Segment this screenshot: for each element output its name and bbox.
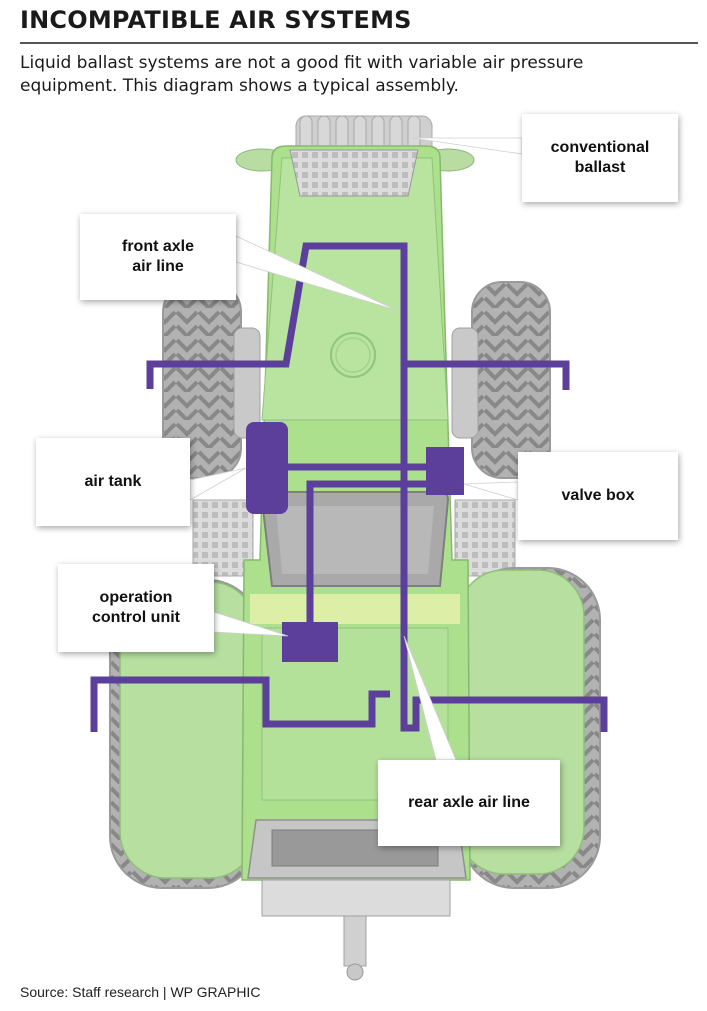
callout-air-tank: air tank <box>36 438 190 526</box>
left-side-grille <box>192 499 254 577</box>
control-unit-device <box>282 622 338 662</box>
title-divider <box>20 42 698 44</box>
page-subtitle: Liquid ballast systems are not a good fi… <box>20 53 584 96</box>
air-tank-device <box>246 422 288 514</box>
page-title: INCOMPATIBLE AIR SYSTEMS <box>20 6 412 34</box>
front-right-tire <box>471 281 551 479</box>
front-axle-right-branch <box>404 360 570 390</box>
source-credit: Source: Staff research | WP GRAPHIC <box>20 984 261 1000</box>
callout-valve-box: valve box <box>518 452 678 540</box>
valve-to-control-line <box>306 480 428 630</box>
valve-box-device <box>426 447 464 495</box>
callout-front-axle-air-line: front axle air line <box>80 214 236 300</box>
callout-operation-control-unit: operation control unit <box>58 564 214 652</box>
air-lines <box>90 242 608 732</box>
callout-conventional-ballast: conventional ballast <box>522 114 678 202</box>
callout-rear-axle-air-line: rear axle air line <box>378 760 560 846</box>
rear-axle-air-line-path <box>90 676 390 732</box>
